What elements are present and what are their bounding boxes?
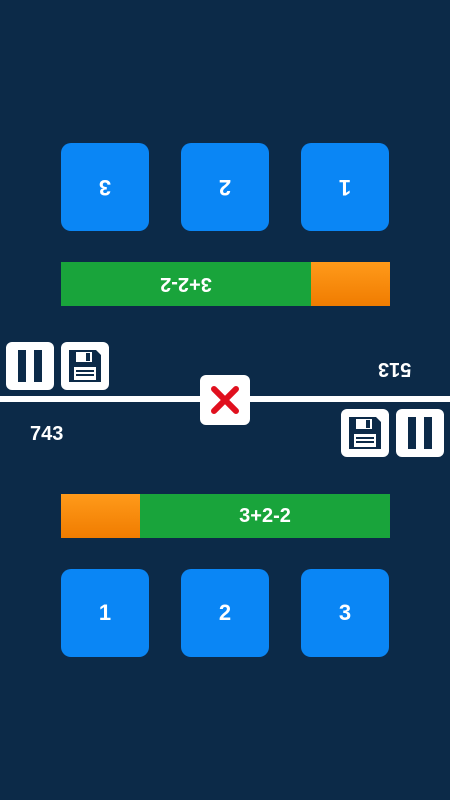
bottom-timer-fill — [61, 494, 140, 538]
top-answer-button-3[interactable]: 3 — [61, 143, 149, 231]
bottom-answer-button-3[interactable]: 3 — [301, 569, 389, 657]
pause-icon — [408, 417, 432, 449]
top-save-button[interactable] — [61, 342, 109, 390]
bottom-expression-text: 3+2-2 — [239, 504, 291, 527]
floppy-disk-icon — [69, 350, 101, 382]
bottom-answer-label: 2 — [218, 600, 232, 625]
top-answer-button-1[interactable]: 1 — [301, 143, 389, 231]
close-button[interactable] — [200, 375, 250, 425]
top-expression-fill: 3+2-2 — [61, 262, 311, 306]
top-answer-label: 3 — [98, 175, 112, 200]
bottom-answer-button-2[interactable]: 2 — [181, 569, 269, 657]
top-answer-button-2[interactable]: 2 — [181, 143, 269, 231]
bottom-save-button[interactable] — [341, 409, 389, 457]
bottom-pause-button[interactable] — [396, 409, 444, 457]
bottom-expression-bar: 3+2-2 — [61, 494, 390, 538]
bottom-score: 743 — [30, 423, 64, 445]
bottom-expression-fill: 3+2-2 — [140, 494, 390, 538]
top-answer-label: 2 — [218, 175, 232, 200]
pause-icon — [18, 350, 42, 382]
top-timer-fill — [311, 262, 390, 306]
top-expression-bar: 3+2-2 — [61, 262, 390, 306]
bottom-answer-label: 3 — [338, 600, 352, 625]
top-score: 513 — [378, 358, 412, 380]
bottom-answer-button-1[interactable]: 1 — [61, 569, 149, 657]
bottom-answer-label: 1 — [98, 600, 112, 625]
floppy-disk-icon — [349, 417, 381, 449]
close-icon — [211, 386, 239, 414]
top-answer-label: 1 — [338, 175, 352, 200]
top-pause-button[interactable] — [6, 342, 54, 390]
top-expression-text: 3+2-2 — [160, 273, 212, 296]
